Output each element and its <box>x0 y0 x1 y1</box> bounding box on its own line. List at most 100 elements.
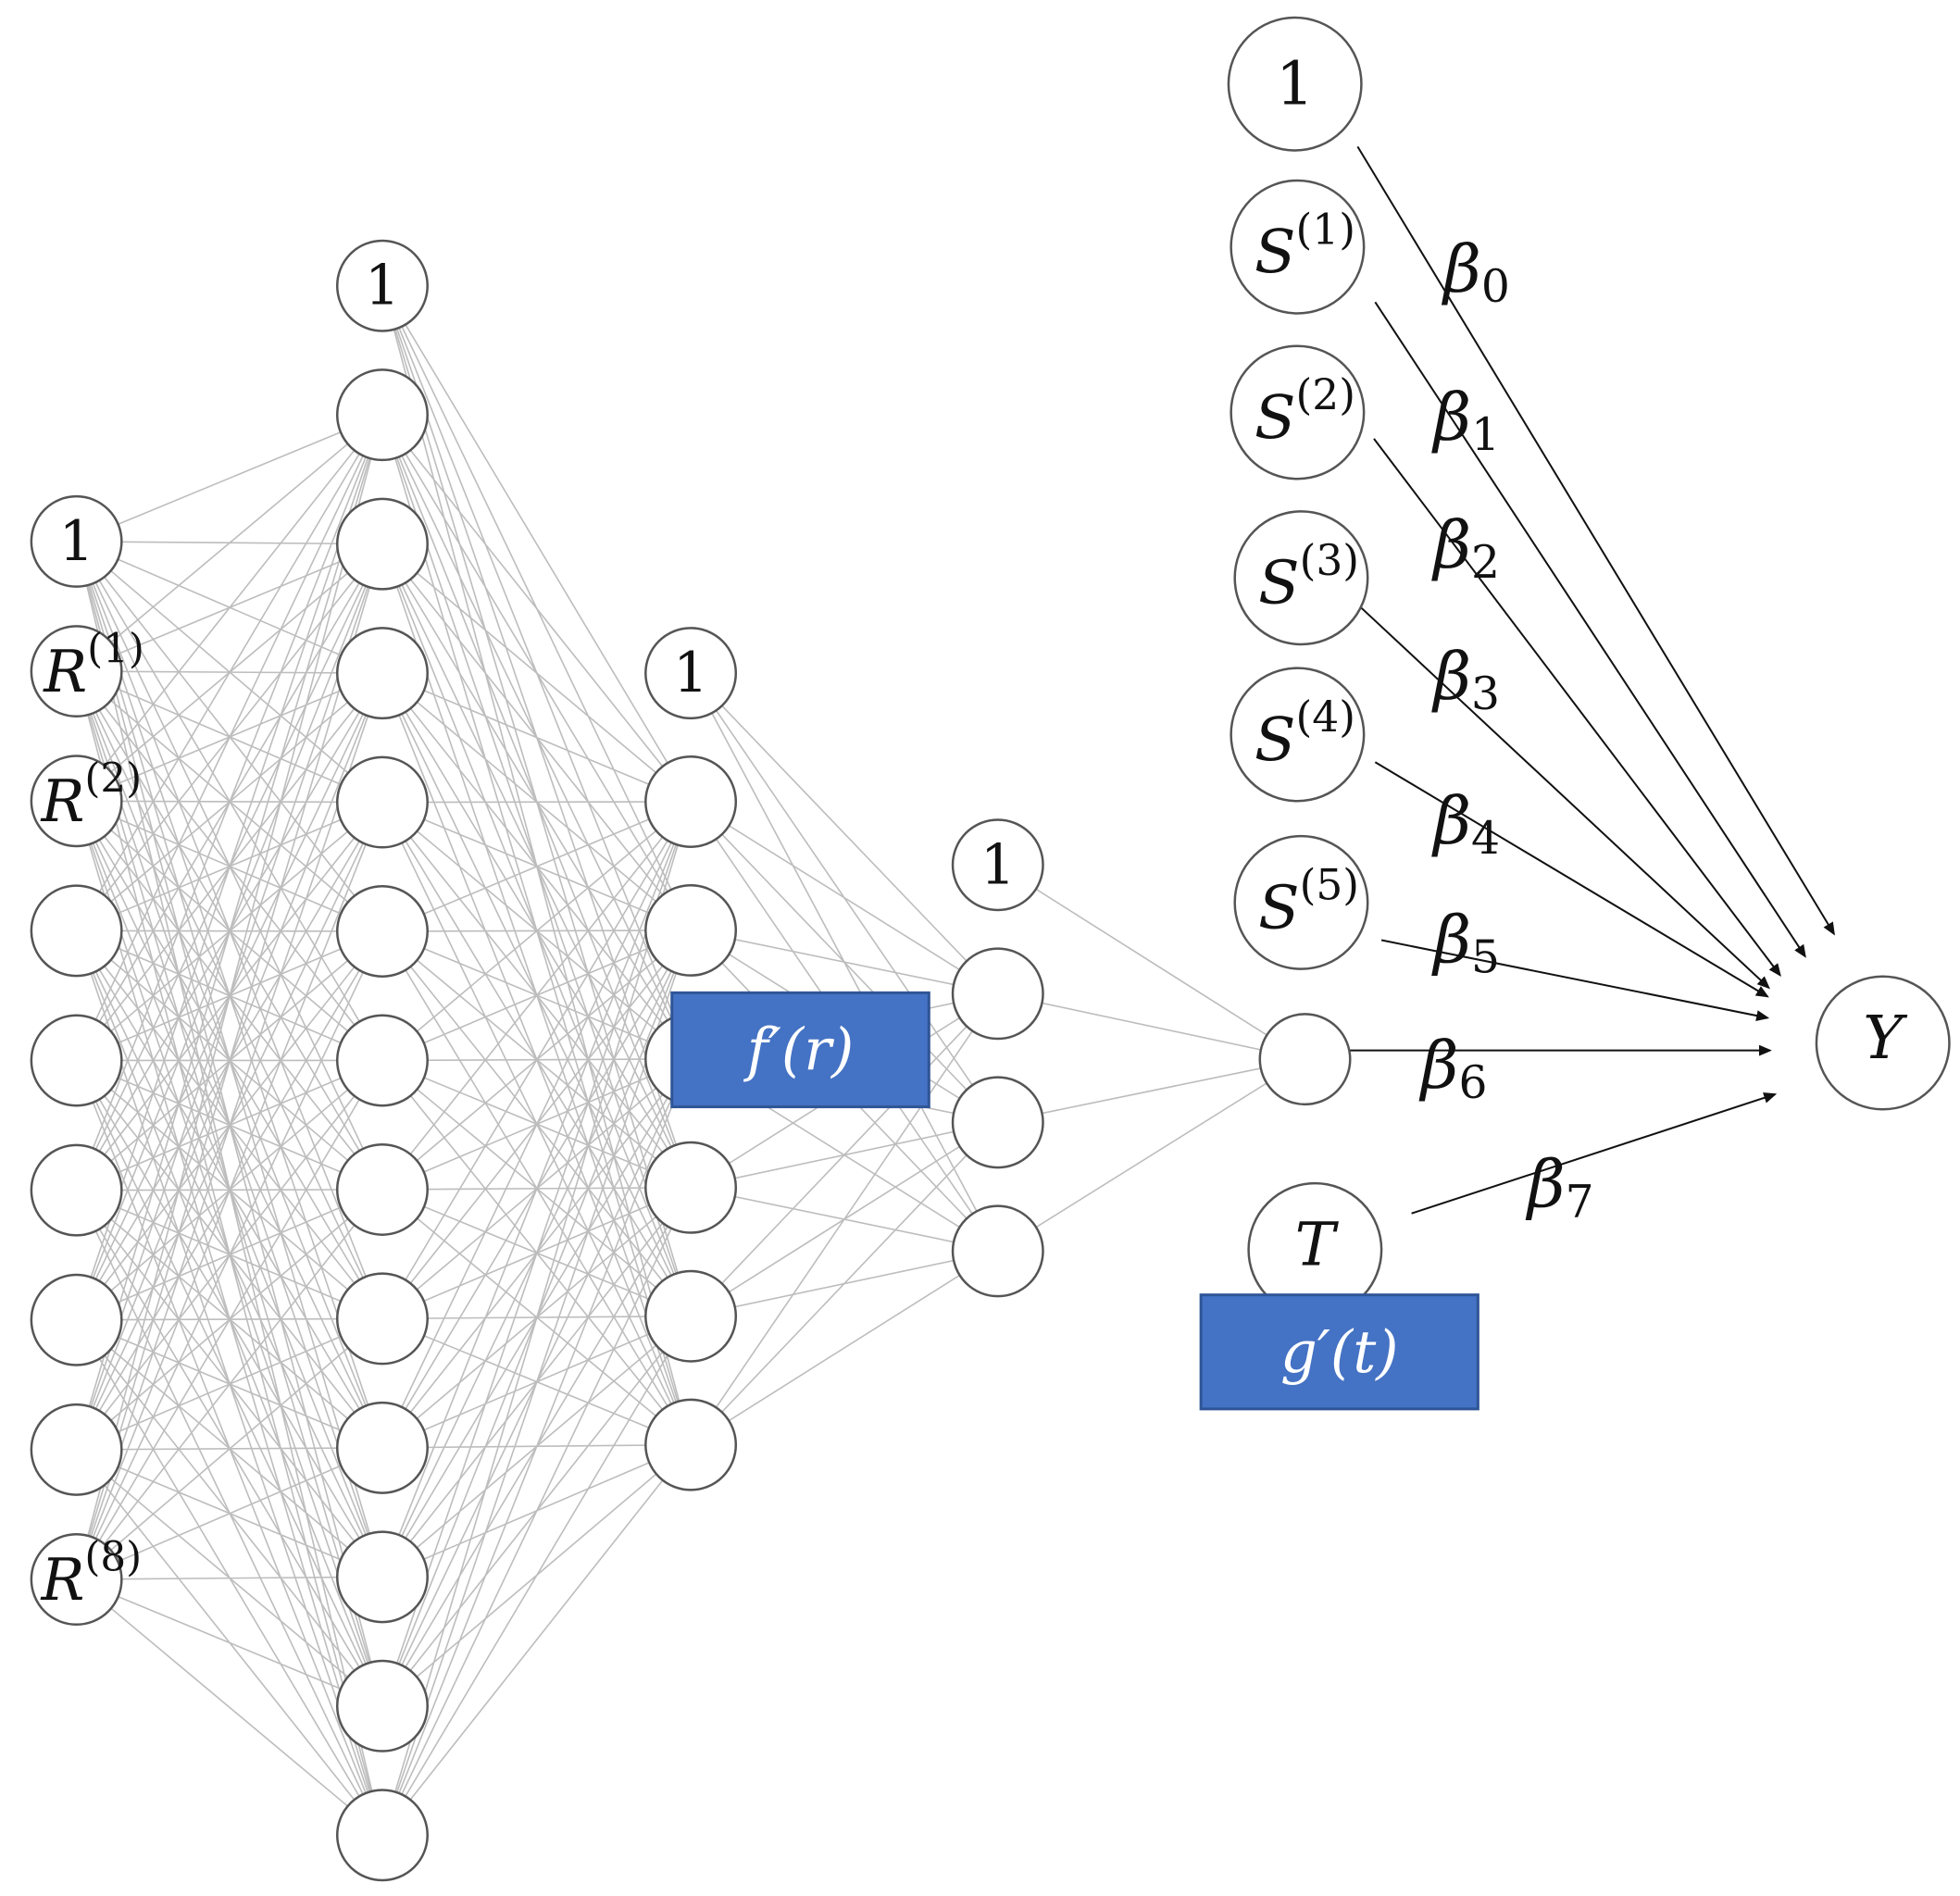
edge <box>76 1447 383 1580</box>
layer2-node <box>335 1401 429 1494</box>
layer2-node <box>335 1142 429 1236</box>
s-node-3 <box>1233 510 1369 646</box>
edge <box>690 1121 999 1446</box>
s-node-2 <box>1230 344 1366 480</box>
layer2-node <box>335 1530 429 1624</box>
edge <box>997 1058 1305 1253</box>
edge <box>381 801 692 1707</box>
edge <box>690 929 998 995</box>
edge <box>76 1578 383 1707</box>
s4-label: S(4) <box>1255 692 1355 775</box>
layer1-node <box>30 755 123 848</box>
s-node-4 <box>1230 667 1366 803</box>
y-label: Y <box>1863 1004 1908 1073</box>
r8-label: R(8) <box>41 1534 143 1613</box>
edge <box>381 929 692 1836</box>
edge <box>690 1250 999 1446</box>
regression-arrows <box>1346 145 1835 1215</box>
layer2-node <box>335 885 429 979</box>
edge <box>997 1058 1305 1124</box>
s-node-1 <box>1230 179 1366 315</box>
edge <box>690 992 999 1446</box>
edge <box>75 543 383 1580</box>
edge <box>76 414 383 672</box>
arrow-beta-5 <box>1380 939 1770 1021</box>
edge <box>690 672 999 994</box>
network-edges <box>75 285 1305 1836</box>
beta-4-label: β4 <box>1430 783 1500 865</box>
edge <box>997 864 1305 1060</box>
f-prime-box-label: f′(r) <box>743 1016 855 1083</box>
arrow-beta-4 <box>1374 761 1769 998</box>
edge <box>381 801 692 1836</box>
layer2-node <box>335 1272 429 1366</box>
beta-0-label: β0 <box>1441 231 1510 313</box>
edge <box>381 801 692 1062</box>
beta-bias-node <box>1227 16 1363 152</box>
layer1-node <box>30 1014 123 1107</box>
edge <box>76 1576 382 1580</box>
layer4-node <box>951 1076 1044 1169</box>
layer3-node <box>644 1398 738 1491</box>
edge <box>75 1060 383 1580</box>
layer3-node <box>644 1269 738 1363</box>
edge <box>381 1444 692 1836</box>
f-prime-box <box>670 991 930 1109</box>
layer1-node <box>30 1143 123 1237</box>
edge <box>690 992 999 1317</box>
hidden2-bias-label: 1 <box>673 642 708 705</box>
layer3-node <box>644 627 738 720</box>
edge <box>75 672 383 1580</box>
arrow-beta-3 <box>1360 606 1770 990</box>
layer2-node <box>335 1659 429 1753</box>
layer2-node <box>335 1789 429 1882</box>
layer1-node <box>30 494 123 588</box>
layer3-node <box>644 883 738 977</box>
edge <box>75 414 383 1191</box>
edge <box>381 414 692 803</box>
layer2-node <box>335 1014 429 1107</box>
beta-6-label: β6 <box>1418 1028 1488 1109</box>
edge <box>381 672 692 803</box>
edge <box>75 414 383 802</box>
edge <box>381 543 692 803</box>
edge <box>381 801 692 1578</box>
edge <box>381 1187 692 1836</box>
layer4-node <box>951 947 1044 1041</box>
arrow-beta-0 <box>1356 145 1835 936</box>
s2-label: S(2) <box>1255 370 1355 453</box>
beta-7-label: β7 <box>1525 1147 1594 1229</box>
beta-5-label: β5 <box>1430 903 1500 984</box>
r1-label: R(1) <box>43 626 144 705</box>
beta-3-label: β3 <box>1430 639 1500 720</box>
network-nodes <box>30 16 1951 1882</box>
layer1-node <box>30 1533 123 1627</box>
edge <box>381 801 692 932</box>
layer3-node <box>644 1141 738 1234</box>
layer1-node <box>30 1273 123 1366</box>
edge <box>75 414 383 1580</box>
edge <box>381 801 692 804</box>
g-prime-box-label: g′(t) <box>1280 1318 1399 1386</box>
edge <box>76 1578 383 1836</box>
beta-1-label: β1 <box>1430 380 1500 461</box>
f-output-node <box>1258 1013 1352 1106</box>
edge <box>76 414 383 543</box>
layer4-node <box>951 1204 1044 1298</box>
layer1-node <box>30 625 123 718</box>
edge <box>75 414 383 931</box>
r2-label: R(2) <box>41 756 143 835</box>
edge <box>75 414 383 1451</box>
edge <box>381 801 692 1319</box>
layer4-node <box>951 818 1044 912</box>
arrow-beta-7 <box>1411 1092 1778 1215</box>
arrow-beta-1 <box>1374 301 1806 958</box>
edge <box>76 1317 383 1580</box>
edge <box>381 801 692 1449</box>
layer1-node <box>30 1403 123 1496</box>
y-node <box>1815 975 1951 1111</box>
hidden1-bias-label: 1 <box>365 254 400 318</box>
